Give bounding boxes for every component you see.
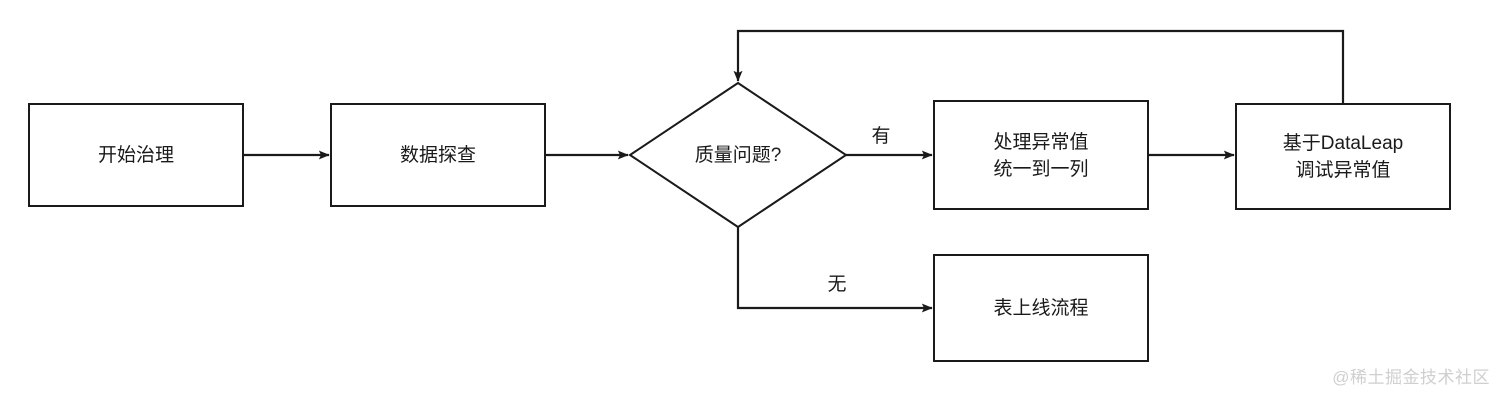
- node-handle-outlier-shape[interactable]: [933, 100, 1149, 210]
- node-table-online[interactable]: 表上线流程: [933, 254, 1149, 362]
- node-table-online-label: 表上线流程: [993, 297, 1088, 319]
- edge-label-yes: 有: [871, 125, 890, 147]
- edge-layer: [243, 29, 1345, 313]
- node-start-label: 开始治理: [98, 144, 174, 166]
- node-quality-decision-label: 质量问题?: [695, 144, 782, 166]
- node-dataleap-debug-shape[interactable]: [1235, 103, 1451, 210]
- watermark: @稀土掘金技术社区: [1332, 368, 1490, 387]
- node-handle-outlier-label-line2: 统一到一列: [993, 158, 1088, 180]
- node-explore-shape[interactable]: [330, 103, 546, 207]
- node-handle-outlier[interactable]: 处理异常值 统一到一列: [933, 100, 1149, 210]
- node-dataleap-debug-label-line1: 基于DataLeap: [1283, 132, 1403, 154]
- node-quality-decision-shape[interactable]: [628, 81, 848, 229]
- edge-label-layer: 有 无: [827, 125, 890, 295]
- edge-label-no: 无: [827, 274, 846, 295]
- edge-dataleap-loopback: [733, 29, 1345, 104]
- node-start-shape[interactable]: [28, 103, 244, 207]
- node-dataleap-debug[interactable]: 基于DataLeap 调试异常值: [1235, 103, 1451, 210]
- node-start[interactable]: 开始治理: [28, 103, 244, 207]
- edge-decision-no: [736, 227, 933, 313]
- node-explore[interactable]: 数据探查: [330, 103, 546, 207]
- node-dataleap-debug-label-line2: 调试异常值: [1295, 159, 1390, 181]
- node-quality-decision[interactable]: 质量问题?: [628, 81, 848, 229]
- node-handle-outlier-label-line1: 处理异常值: [993, 131, 1088, 153]
- node-layer: 开始治理 数据探查 质量问题? 处理异常值 统一到一列 基于DataLe: [28, 81, 1451, 362]
- node-explore-label: 数据探查: [400, 144, 476, 166]
- node-table-online-shape[interactable]: [933, 254, 1149, 362]
